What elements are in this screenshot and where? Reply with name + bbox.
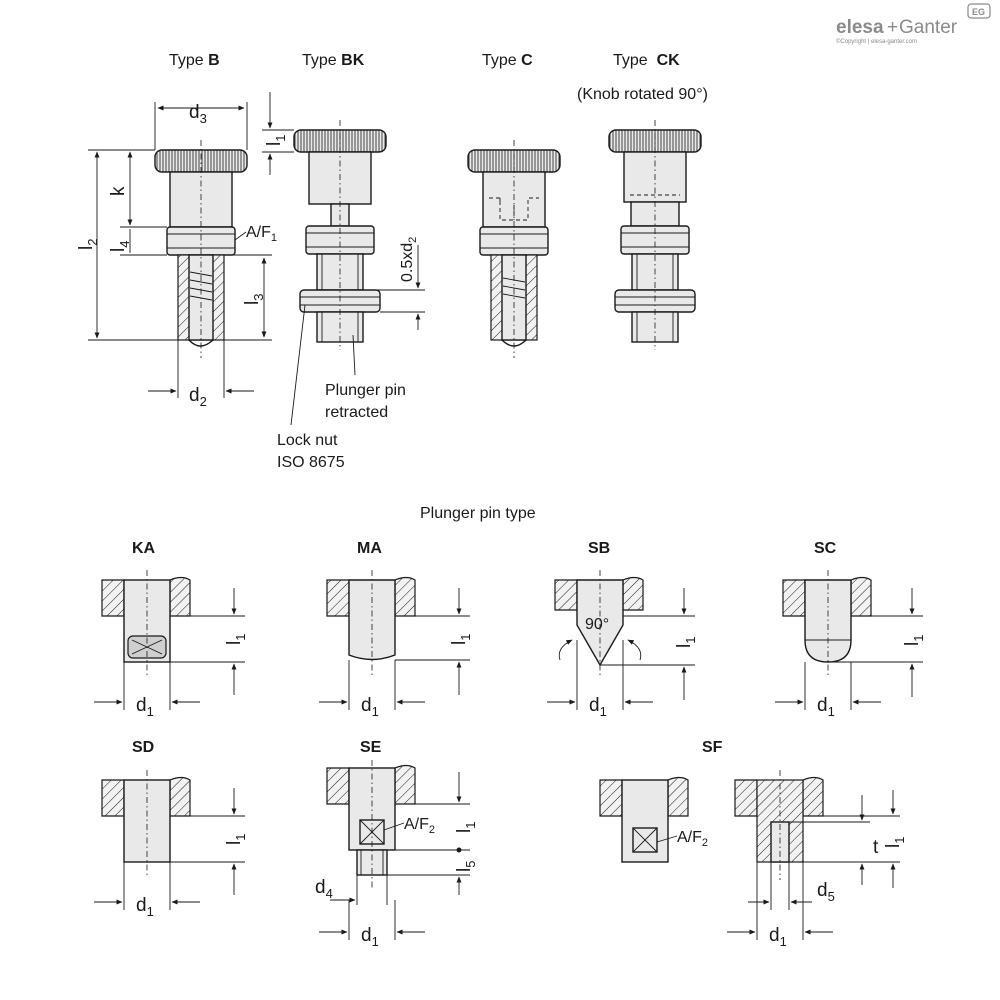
pin-se-thread [356,849,388,876]
pin-sf-l1: l1 [883,837,907,848]
dim-k: k [108,186,129,196]
pin-sb-d1: d1 [589,695,607,719]
pin-label-sc: SC [814,540,837,557]
type-ck-note: (Knob rotated 90°) [577,86,708,103]
type-bk-header: Type BK [302,52,365,69]
type-b-header: Type B [169,52,220,69]
pin-sc-d1: d1 [817,695,835,719]
pin-ma-l1: l1 [449,634,473,645]
pin-se-d1: d1 [361,925,379,949]
type-bk-drawing: l1 0.5xd2 Plunger pin retracted Lock nut… [262,92,425,471]
pin-sb-drawing: 90° l1 d1 [547,570,698,719]
pin-se-af2: A/F2 [404,816,435,836]
dim-d2: d2 [189,385,207,409]
pin-label-ka: KA [132,540,156,557]
pin-label-se: SE [360,739,382,756]
pin-sf-d5: d5 [817,880,835,904]
brand-badge-frame [967,3,991,19]
dim-d3: d3 [189,102,207,126]
type-bk-prefix: Type [302,52,341,69]
pin-sc-l1: l1 [902,635,926,646]
pin-label-sd: SD [132,739,154,756]
pin-label-ma: MA [357,540,382,557]
brand-name-left: elesa [836,17,884,38]
type-ck-bold: CK [657,52,681,69]
pin-sb-l1: l1 [674,637,698,648]
type-ck-drawing [608,120,702,350]
pin-ma-d1: d1 [361,695,379,719]
type-c-bold: C [521,52,533,69]
callout-locknut-2: ISO 8675 [277,454,345,471]
dim-l4: l4 [108,241,132,252]
brand-badge: EG [972,7,985,17]
pin-label-sb: SB [588,540,610,557]
brand-logo: elesa + Ganter EG ©Copyright | elesa-gan… [836,3,991,45]
dim-half-d2: 0.5xd2 [399,237,419,282]
pin-label-sf: SF [702,739,723,756]
pin-sd-l1: l1 [224,834,248,845]
pin-sd-drawing: l1 d1 [94,770,248,919]
pin-sd-d1: d1 [136,895,154,919]
type-c-prefix: Type [482,52,521,69]
dim-l3: l3 [242,294,266,305]
pin-ka-d1: d1 [136,695,154,719]
brand-copyright: ©Copyright | elesa-ganter.com [836,38,917,45]
type-b-prefix: Type [169,52,208,69]
pin-sb-angle: 90° [585,616,609,633]
dim-l2: l2 [76,239,100,250]
pin-sc-drawing: l1 d1 [775,570,926,719]
pin-ka-drawing: l1 d1 [94,570,248,719]
callout-locknut-1: Lock nut [277,432,338,449]
pin-sf-drawing: A/F2 t l1 d5 d1 [599,770,907,949]
brand-name-right: Ganter [899,17,958,38]
type-ck-prefix: Type [613,52,657,69]
pin-se-l5: l5 [454,861,478,872]
pin-ma-drawing: l1 d1 [319,570,473,719]
pin-ka-l1: l1 [224,634,248,645]
callout-plunger-2: retracted [325,404,388,421]
dim-af1: A/F1 [246,224,277,244]
pin-sf-t: t [873,837,879,858]
pin-sb-body [576,579,624,667]
callout-plunger-1: Plunger pin [325,382,406,399]
type-bk-bold: BK [341,52,365,69]
brand-name-sep: + [887,17,898,38]
type-b-drawing: d3 k l4 l2 l3 A/F1 d2 [76,102,277,409]
type-ck-header: Type CK [613,52,680,69]
pin-sf-d1: d1 [769,925,787,949]
type-c-header: Type C [482,52,533,69]
dim-bk-l1: l1 [264,135,288,146]
pin-se-l1: l1 [454,822,478,833]
pin-sf-af2: A/F2 [677,829,708,849]
pin-se-drawing: A/F2 l1 l5 d4 d1 [315,760,478,949]
plunger-section-title: Plunger pin type [420,505,536,522]
pin-se-d4: d4 [315,877,333,901]
type-c-drawing [467,140,561,358]
type-b-bold: B [208,52,220,69]
